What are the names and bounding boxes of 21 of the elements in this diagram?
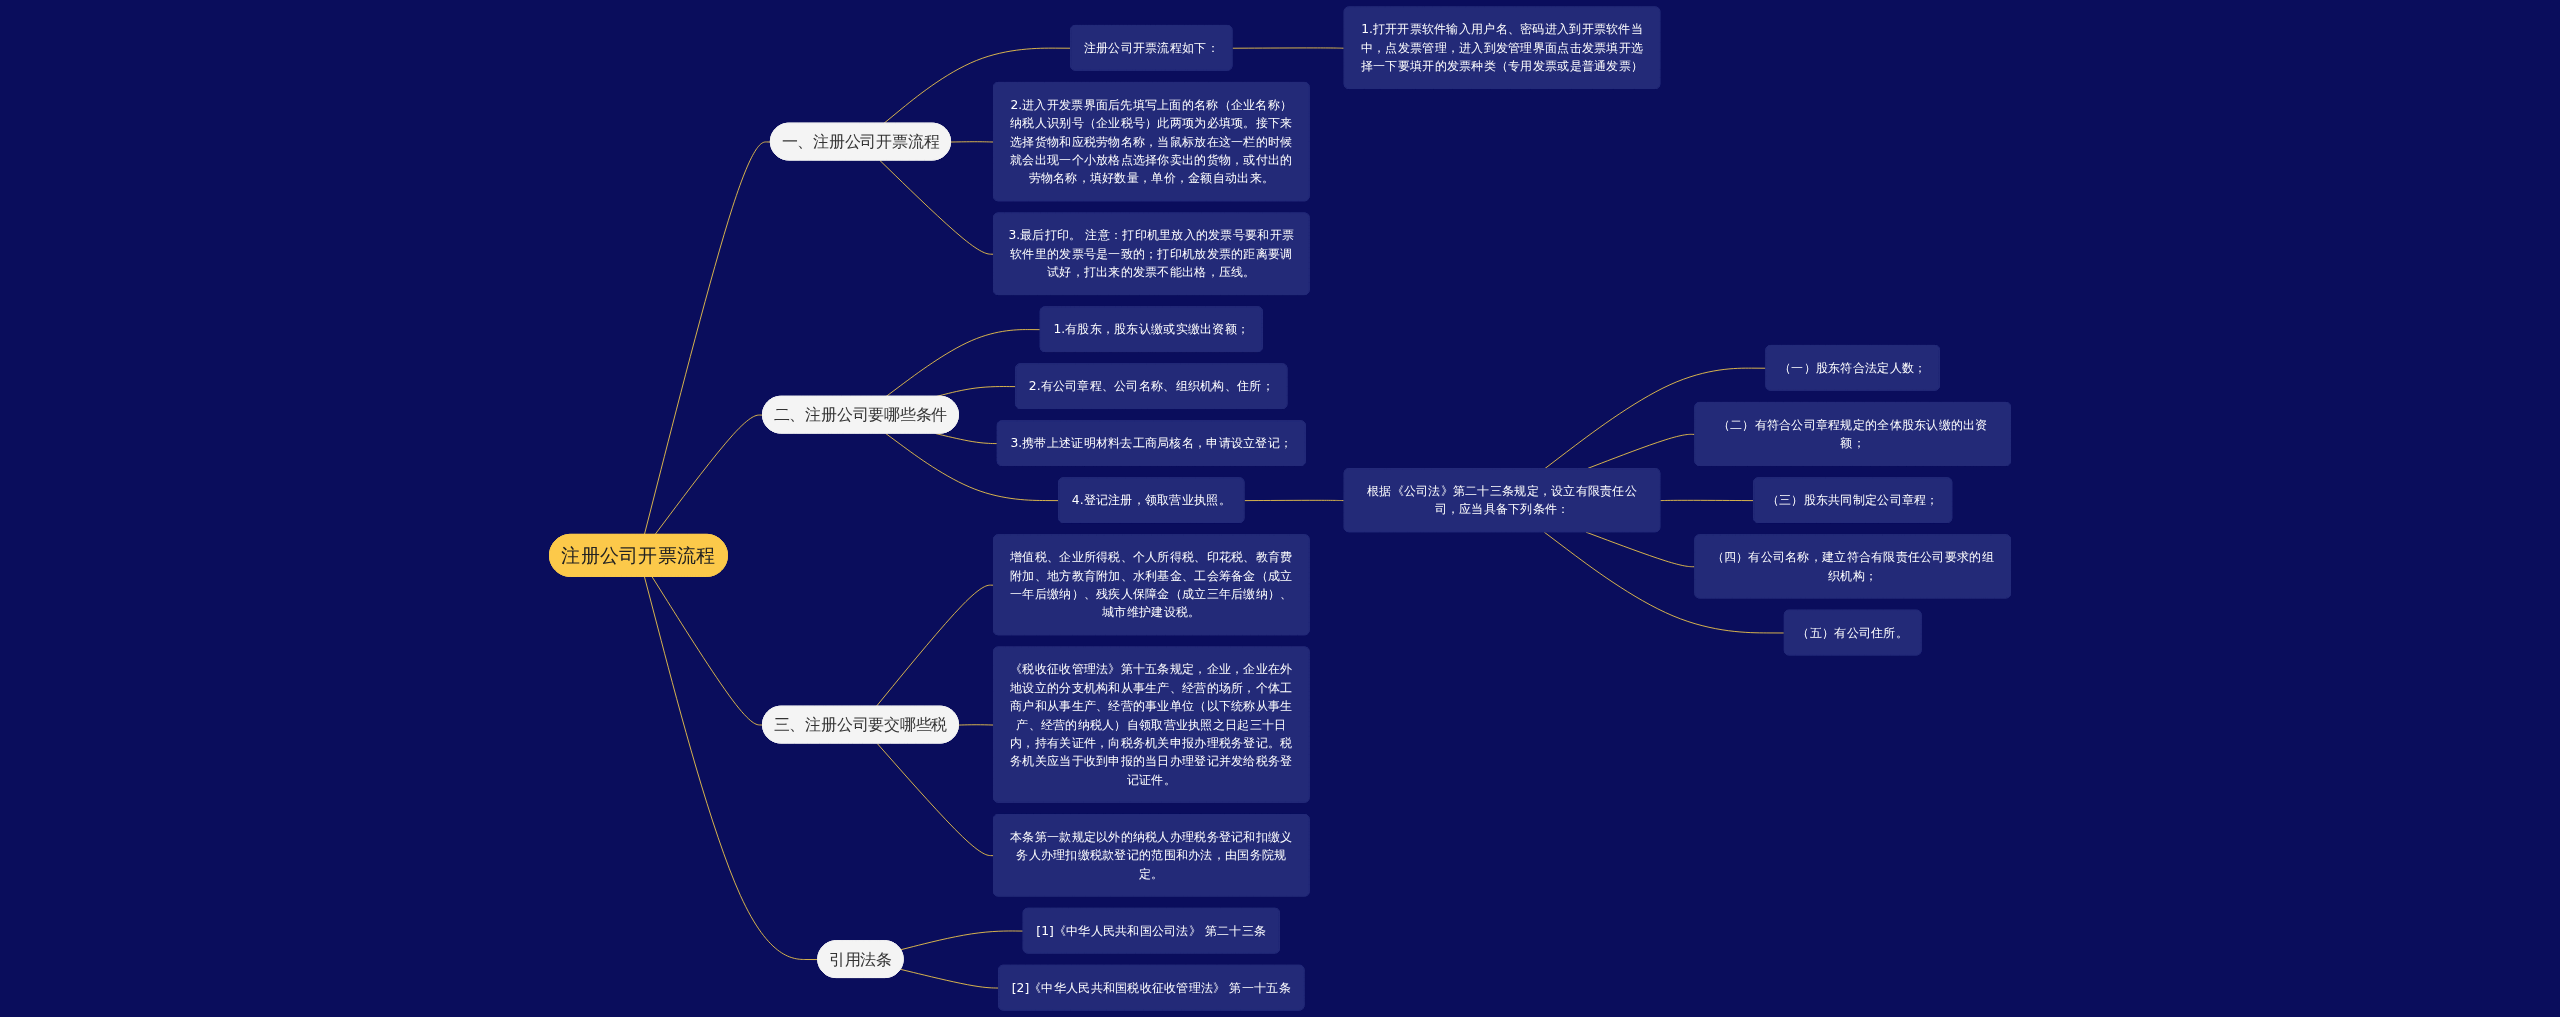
connector <box>883 47 1072 125</box>
connector <box>879 160 995 255</box>
connector <box>875 584 995 708</box>
connector <box>651 576 764 726</box>
connector <box>900 930 1025 951</box>
connector <box>876 743 995 857</box>
connector <box>900 968 1000 989</box>
connector <box>950 141 995 143</box>
connector <box>1543 531 1786 634</box>
connector <box>885 329 1042 398</box>
connector <box>654 414 764 536</box>
connector <box>1543 367 1767 470</box>
connector <box>1243 499 1346 502</box>
connector <box>885 433 1060 502</box>
connector <box>1659 499 1755 502</box>
connector <box>644 576 819 960</box>
connector <box>958 724 995 726</box>
connector <box>643 141 772 536</box>
connector <box>935 433 999 445</box>
connector <box>1585 531 1696 568</box>
connector <box>1232 47 1346 49</box>
